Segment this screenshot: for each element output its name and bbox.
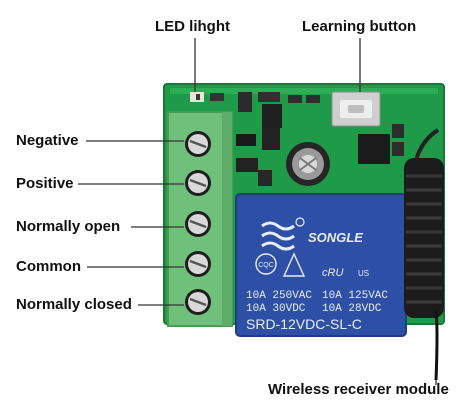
callout-led: LED lihght — [155, 18, 230, 35]
screw-normally-closed — [185, 289, 211, 315]
smd-resistor — [210, 93, 224, 101]
rating-3: 10A 30VDC — [246, 303, 306, 315]
callout-learning-button: Learning button — [302, 18, 417, 35]
callout-common: Common — [16, 258, 81, 275]
screw-common — [185, 251, 211, 277]
cert-us: US — [358, 269, 369, 278]
ic-chip — [358, 134, 390, 164]
rating-2: 10A 125VAC — [322, 290, 388, 302]
rating-4: 10A 28VDC — [322, 303, 382, 315]
cert-cqc: CQC — [258, 262, 274, 269]
callout-normally-closed: Normally closed — [16, 296, 132, 313]
screw-positive — [185, 170, 211, 196]
callout-normally-open: Normally open — [16, 218, 121, 235]
songle-logo-icon — [261, 217, 305, 251]
callout-wireless-module: Wireless receiver module — [268, 381, 449, 398]
screw-normally-open — [185, 211, 211, 237]
ul-mark-icon: cRU — [322, 267, 343, 279]
callout-negative: Negative — [16, 132, 79, 149]
leader-lines — [78, 38, 437, 385]
screw-negative — [185, 131, 211, 157]
callout-positive: Positive — [16, 175, 74, 192]
relay-model: SRD-12VDC-SL-C — [246, 316, 362, 332]
warning-triangle-icon — [282, 252, 306, 277]
relay-brand: SONGLE — [308, 230, 363, 245]
cqc-mark-icon — [255, 253, 277, 275]
relay-body — [236, 194, 406, 336]
wireless-coil-module — [404, 128, 444, 381]
rating-1: 10A 250VAC — [246, 290, 312, 302]
